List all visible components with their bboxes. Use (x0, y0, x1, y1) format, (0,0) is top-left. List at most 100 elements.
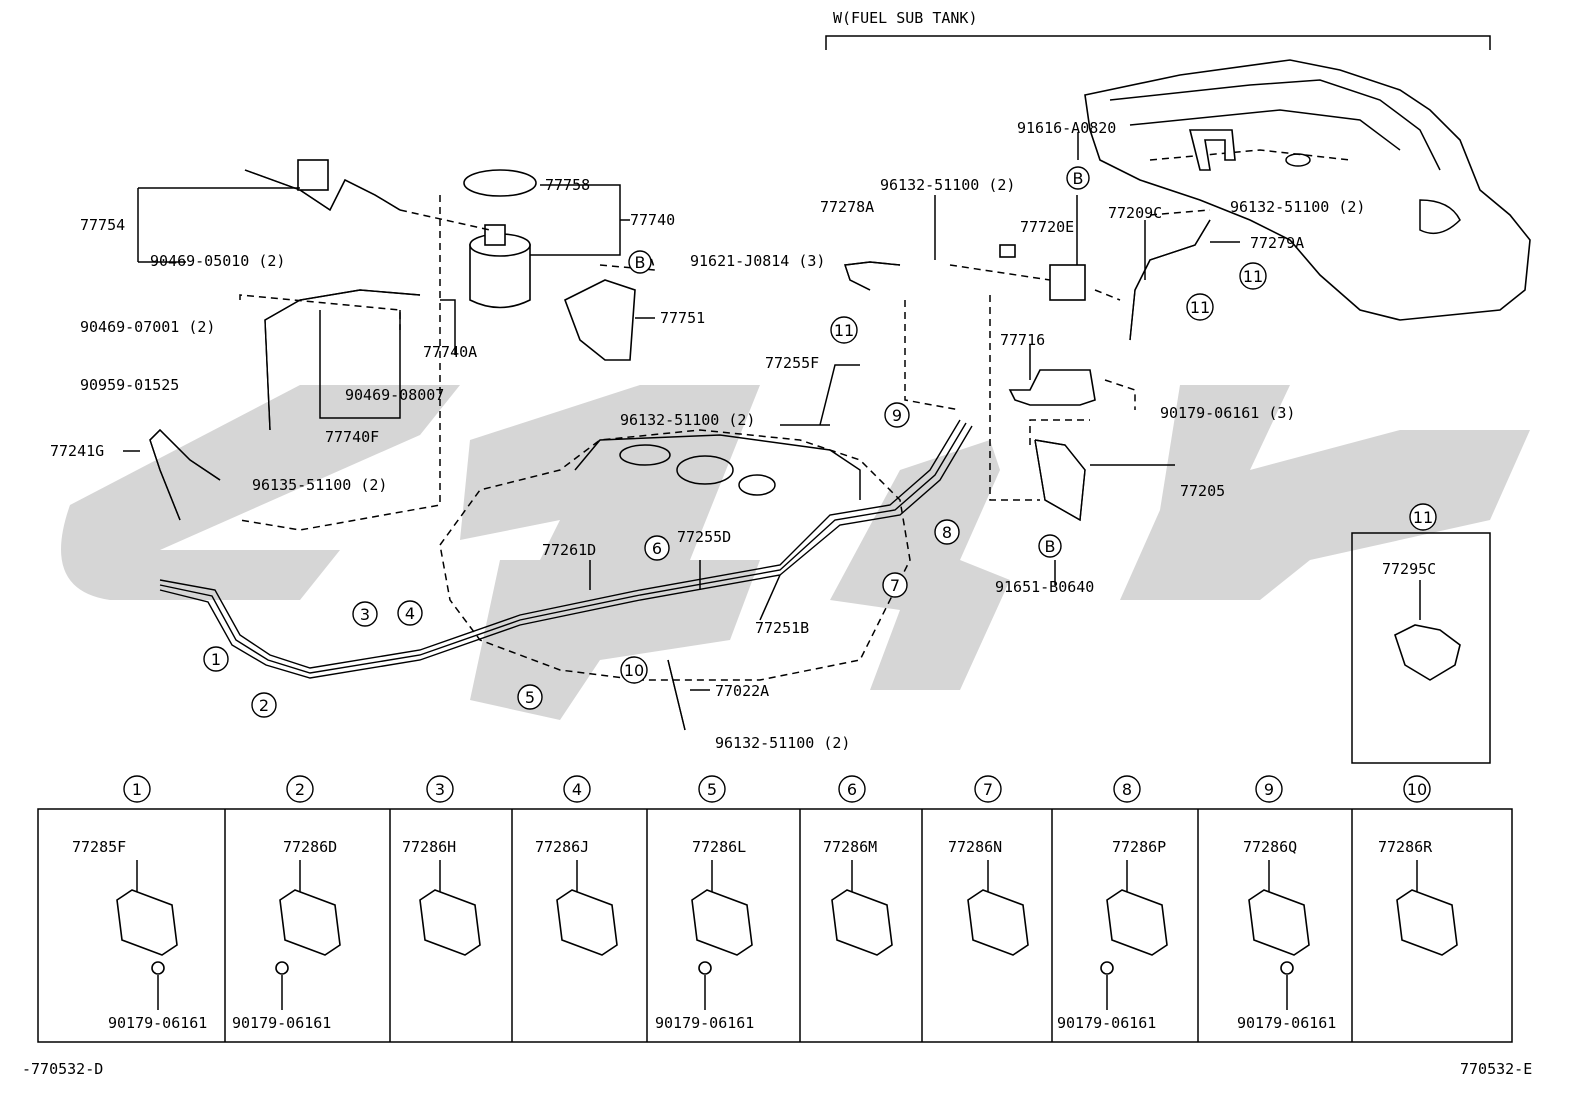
clamp-cell-3: 3 77286H (402, 775, 481, 956)
watermark (61, 385, 1530, 720)
label-96132-a: 96132-51100 (2) (880, 176, 1015, 194)
marker-5: 5 (517, 684, 543, 710)
label-77241G: 77241G (50, 442, 104, 460)
part-77751-bracket (563, 279, 636, 361)
clamp-index-circle (1255, 775, 1283, 803)
marker-6: 6 (644, 535, 670, 561)
leader-lines (123, 132, 1240, 691)
clamp-bolt-number: 90179-06161 (1237, 1014, 1336, 1032)
marker-1: 1 (203, 646, 229, 672)
part-77720E-valve (999, 244, 1086, 301)
part-77716-bracket (1008, 369, 1096, 406)
clamp-index-circle (123, 775, 151, 803)
label-96132-c: 96132-51100 (2) (620, 411, 755, 429)
fuel-sub-tank (1084, 59, 1531, 321)
part-labels: 77754 90469-05010 (2) 77758 77740 91621-… (50, 119, 1365, 752)
label-96132-b: 96132-51100 (2) (1230, 198, 1365, 216)
clamp-bolt-number: 90179-06161 (1057, 1014, 1156, 1032)
diagram-markers: B B B 1 2 3 4 5 6 7 8 9 10 11 11 11 (203, 166, 1267, 718)
svg-text:11: 11 (834, 321, 854, 340)
label-91621: 91621-J0814 (3) (690, 252, 825, 270)
inset-clamp-11: 11 77295C (1351, 503, 1491, 764)
marker-11-a: 11 (830, 316, 858, 344)
svg-text:11: 11 (1243, 267, 1263, 286)
marker-4: 4 (397, 600, 423, 626)
clamp-shape (1396, 889, 1458, 956)
marker-2: 2 (251, 692, 277, 718)
label-77740A: 77740A (423, 343, 477, 361)
svg-text:5: 5 (525, 688, 535, 707)
marker-7: 7 (882, 572, 908, 598)
part-77754-hose (244, 159, 401, 212)
svg-text:7: 7 (890, 576, 900, 595)
marker-b-mid: B (628, 250, 652, 274)
label-90179-3: 90179-06161 (3) (1160, 404, 1295, 422)
clamp-index-circle (563, 775, 591, 803)
label-77740F: 77740F (325, 428, 379, 446)
svg-text:9: 9 (892, 406, 902, 425)
clamp-shape (556, 889, 618, 956)
clamp-index-circle (974, 775, 1002, 803)
clamp-shape (967, 889, 1029, 956)
label-90469-05010: 90469-05010 (2) (150, 252, 285, 270)
part-77022A-hose (667, 659, 686, 731)
label-77209C: 77209C (1108, 204, 1162, 222)
part-77278A-hose (844, 261, 901, 291)
label-77751: 77751 (660, 309, 705, 327)
clamp-index-circle (426, 775, 454, 803)
label-96135: 96135-51100 (2) (252, 476, 387, 494)
clamp-shape (1248, 889, 1310, 956)
clamp-index: 3 (435, 780, 445, 799)
clamp-bolt-number: 90179-06161 (232, 1014, 331, 1032)
bolt-shape (1100, 961, 1114, 975)
label-90469-08007: 90469-08007 (345, 386, 444, 404)
clamp-part-number: 77286J (535, 838, 589, 856)
label-90469-07001: 90469-07001 (2) (80, 318, 215, 336)
footer-left-code: -770532-D (22, 1060, 103, 1078)
part-77740-filter (469, 224, 531, 309)
clamp-shape (691, 889, 753, 956)
label-77255F: 77255F (765, 354, 819, 372)
fuel-pipe-bundle (159, 419, 973, 679)
bolt-shape (1280, 961, 1294, 975)
clamp-shape (419, 889, 481, 956)
clamp-table (37, 808, 1513, 1043)
svg-text:6: 6 (652, 539, 662, 558)
clamp-index-circle (698, 775, 726, 803)
svg-text:B: B (1073, 169, 1084, 188)
part-77241G-hose (149, 429, 221, 521)
label-77740: 77740 (630, 211, 675, 229)
inset-marker: 11 (1409, 503, 1437, 531)
clamp-index-circle (1113, 775, 1141, 803)
svg-text:10: 10 (624, 661, 644, 680)
clamp-table-cells: 177285F90179-06161277286D90179-061613772… (72, 775, 1458, 1032)
svg-text:3: 3 (360, 605, 370, 624)
clamp-bolt-number: 90179-06161 (108, 1014, 207, 1032)
clamp-part-number: 77286R (1378, 838, 1433, 856)
clamp-part-number: 77286D (283, 838, 337, 856)
clamp-index-circle (286, 775, 314, 803)
sub-tank-bracket (825, 35, 1491, 50)
marker-b-top: B (1066, 166, 1090, 190)
label-77720E: 77720E (1020, 218, 1074, 236)
clamp-index: 4 (572, 780, 582, 799)
marker-8: 8 (934, 519, 960, 545)
svg-text:11: 11 (1413, 508, 1433, 527)
clamp-shape (831, 889, 893, 956)
svg-text:8: 8 (942, 523, 952, 542)
clamp-part-number: 77286H (402, 838, 456, 856)
label-77205: 77205 (1180, 482, 1225, 500)
part-77758-cap (463, 169, 537, 197)
marker-3: 3 (352, 601, 378, 627)
clamp-index: 9 (1264, 780, 1274, 799)
svg-text:4: 4 (405, 604, 415, 623)
clamp-part-number: 77286M (823, 838, 877, 856)
clamp-index-circle (838, 775, 866, 803)
svg-text:1: 1 (211, 650, 221, 669)
dashed-leaders (239, 195, 1211, 531)
